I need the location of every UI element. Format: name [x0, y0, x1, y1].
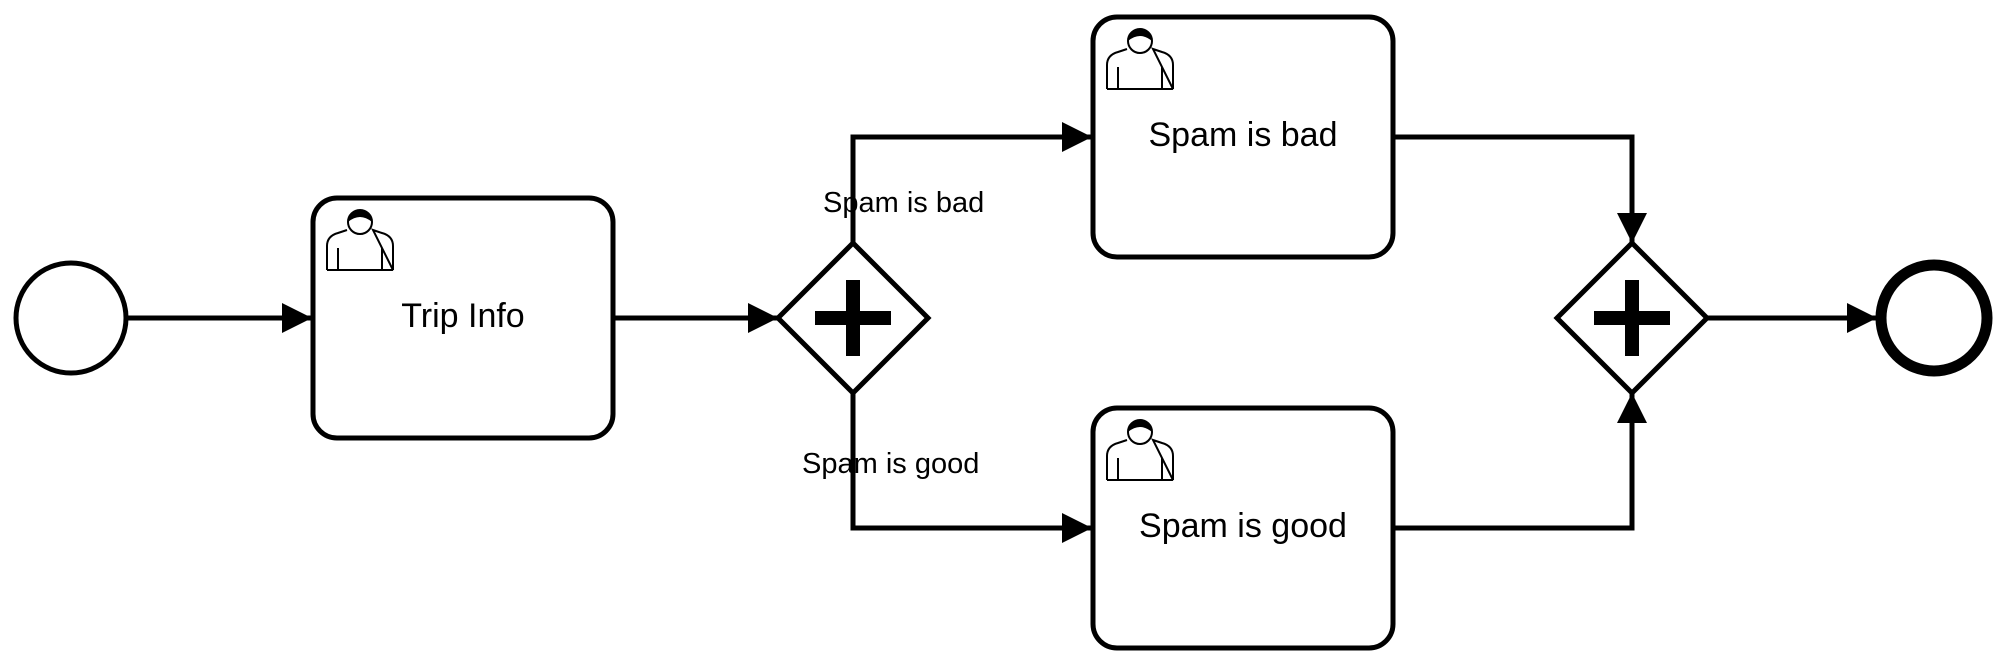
task-label-spam-good: Spam is good [1139, 507, 1347, 545]
user-icon [1106, 419, 1174, 481]
flow-split-to-spam-good[interactable] [850, 393, 1092, 543]
plus-icon [815, 280, 891, 356]
user-icon [326, 209, 394, 271]
task-spam-is-bad[interactable]: Spam is bad [1090, 14, 1396, 260]
task-spam-is-good[interactable]: Spam is good [1090, 405, 1396, 651]
flow-label-spam-bad: Spam is bad [823, 187, 984, 219]
parallel-gateway-join[interactable] [1553, 239, 1711, 397]
sequence-flows [127, 122, 1877, 543]
task-label-trip-info: Trip Info [401, 297, 524, 335]
start-event[interactable] [13, 260, 129, 376]
flow-spam-bad-to-join[interactable] [1394, 134, 1647, 243]
task-trip-info[interactable]: Trip Info [310, 195, 616, 441]
user-icon [1106, 28, 1174, 90]
flow-split-to-spam-bad[interactable] [850, 122, 1092, 243]
flow-label-spam-good: Spam is good [802, 448, 979, 480]
parallel-gateway-split[interactable] [774, 239, 932, 397]
task-label-spam-bad: Spam is bad [1149, 116, 1338, 154]
end-event[interactable] [1875, 259, 1993, 377]
plus-icon [1594, 280, 1670, 356]
flow-spam-good-to-join[interactable] [1394, 393, 1647, 531]
